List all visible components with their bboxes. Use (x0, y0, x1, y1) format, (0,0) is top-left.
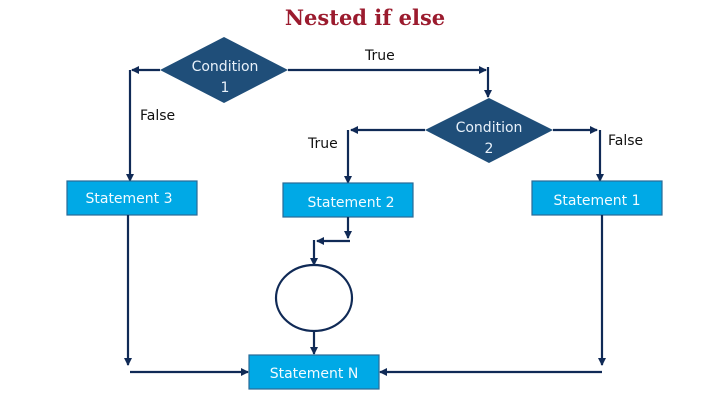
statement-2-box: Statement 2 (282, 182, 414, 218)
statement-2-text: Statement 2 (307, 195, 394, 211)
statement-3-text: Statement 3 (85, 191, 172, 207)
statement-3-box: Statement 3 (66, 180, 198, 216)
condition-2-number: 2 (485, 141, 494, 157)
condition-2-diamond: Condition 2 (425, 98, 553, 163)
condition-1-number: 1 (221, 80, 230, 96)
c1-false-label: False (140, 108, 175, 124)
statement-n-text: Statement N (270, 366, 359, 382)
statement-n-box: Statement N (248, 354, 380, 390)
condition-1-diamond: Condition 1 (160, 37, 288, 103)
statement-1-text: Statement 1 (553, 193, 640, 209)
c2-true-label: True (307, 136, 338, 152)
c2-false-label: False (608, 133, 643, 149)
condition-1-text: Condition (192, 59, 259, 75)
diagram-title: Nested if else (285, 5, 445, 30)
condition-2-text: Condition (456, 120, 523, 136)
connector-circle (274, 263, 354, 333)
c1-true-label: True (364, 48, 395, 64)
statement-1-box: Statement 1 (531, 180, 663, 216)
